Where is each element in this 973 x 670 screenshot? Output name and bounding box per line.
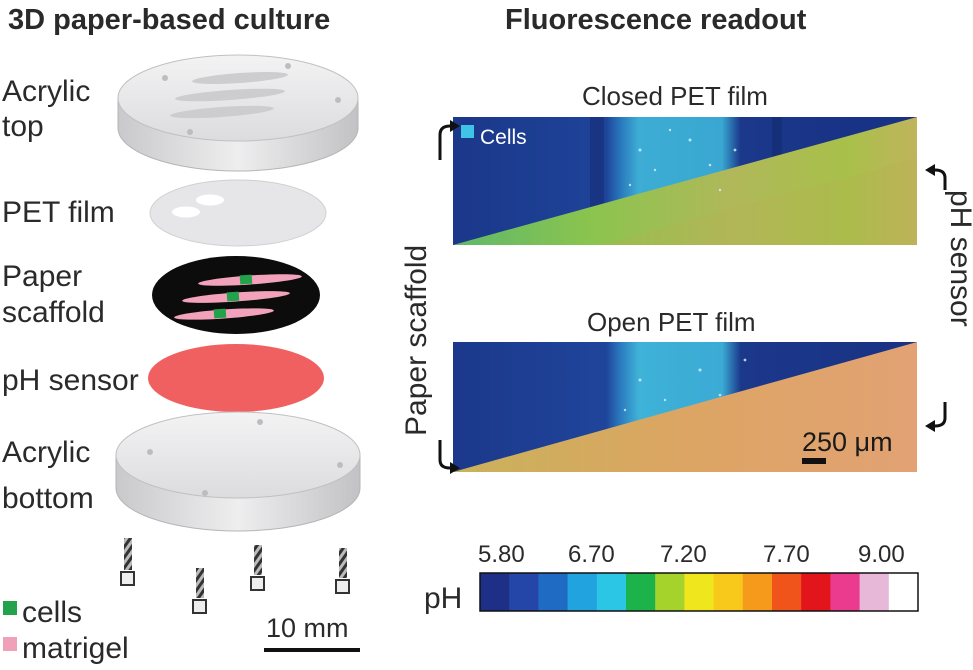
- arrow-paper-bottom: [438, 440, 460, 474]
- colorbar-segment: [684, 573, 715, 611]
- label-acrylic-bottom-1: Acrylic: [2, 436, 90, 469]
- screw: [335, 548, 350, 594]
- colorbar-segment: [655, 573, 685, 611]
- label-acrylic-top-2: top: [2, 110, 44, 143]
- acrylic-top-disk: [117, 54, 359, 172]
- left-title: 3D paper-based culture: [8, 4, 330, 36]
- colorbar-segment: [859, 573, 890, 611]
- colorbar-tick: 9.00: [858, 541, 905, 568]
- label-ph-sensor: pH sensor: [2, 364, 139, 397]
- right-scalebar: [802, 458, 826, 464]
- label-paper-1: Paper: [2, 260, 82, 293]
- acrylic-bottom-disk: [115, 411, 361, 532]
- pet-film-disk: [149, 179, 327, 247]
- arrow-ph-bottom: [925, 402, 947, 432]
- arrow-paper-top: [438, 120, 460, 160]
- screw: [192, 568, 207, 614]
- side-label-paper-scaffold: Paper scaffold: [400, 245, 433, 436]
- colorbar-segment: [538, 573, 569, 611]
- colorbar-segment: [830, 573, 861, 611]
- colorbar-tick: 7.70: [763, 541, 810, 568]
- colorbar-segment: [772, 573, 802, 611]
- screw: [250, 545, 265, 591]
- colorbar-tick: 7.20: [660, 541, 707, 568]
- colorbar-segment: [713, 573, 744, 611]
- legend-label-cells: cells: [22, 596, 82, 629]
- panel1-title: Closed PET film: [582, 81, 768, 111]
- fluorescence-image-closed: [453, 117, 917, 245]
- colorbar-segment: [626, 573, 656, 611]
- fluorescence-image-open: [453, 342, 917, 472]
- colorbar-tick: 5.80: [478, 541, 525, 568]
- label-pet-film: PET film: [2, 196, 115, 229]
- colorbar-segment: [567, 573, 598, 611]
- paper-scaffold-disk: [152, 256, 320, 334]
- cells-swatch: [461, 125, 474, 138]
- colorbar-segment: [480, 573, 510, 611]
- panel2-title: Open PET film: [587, 307, 756, 337]
- colorbar-segment: [888, 573, 919, 611]
- colorbar-tick: 6.70: [568, 541, 615, 568]
- label-acrylic-bottom-2: bottom: [2, 482, 94, 515]
- legend-swatch-cells: [3, 601, 17, 615]
- colorbar-segment: [509, 573, 539, 611]
- colorbar-segment: [801, 573, 831, 611]
- label-paper-2: scaffold: [2, 296, 105, 329]
- label-acrylic-top-1: Acrylic: [2, 75, 90, 108]
- colorbar-segment: [596, 573, 627, 611]
- legend-label-matrigel: matrigel: [22, 632, 129, 665]
- colorbar-border: [479, 572, 919, 612]
- side-label-ph-sensor: pH sensor: [944, 190, 973, 327]
- colorbar-segment: [742, 573, 773, 611]
- arrow-ph-top: [925, 164, 947, 190]
- right-title: Fluorescence readout: [505, 4, 807, 36]
- ph-sensor-disk: [148, 344, 324, 412]
- colorbar-label: pH: [424, 582, 462, 615]
- screw: [120, 538, 135, 586]
- right-scalebar-label: 250 μm: [802, 427, 893, 457]
- left-scalebar-label: 10 mm: [266, 613, 349, 643]
- legend-swatch-matrigel: [3, 637, 17, 651]
- cells-label: Cells: [480, 126, 527, 149]
- colorbar: [480, 573, 919, 611]
